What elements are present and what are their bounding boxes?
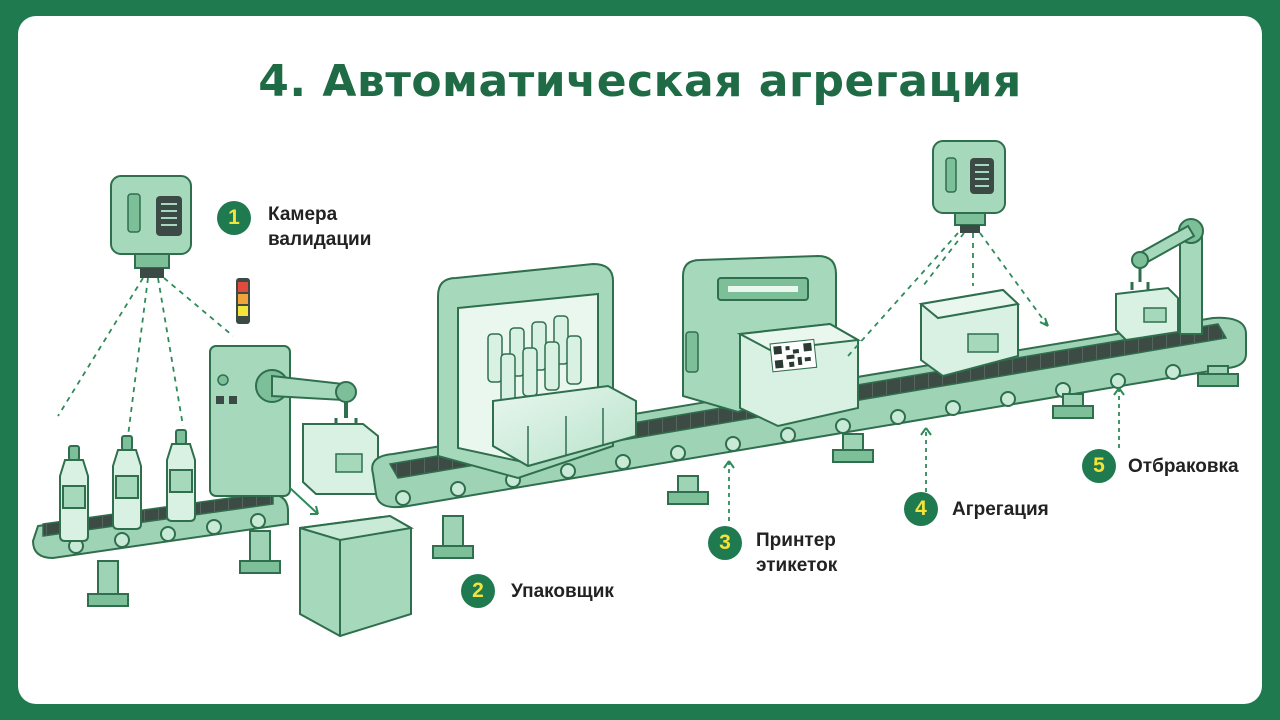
bottles-group xyxy=(59,429,196,542)
callout-lines xyxy=(728,388,1120,521)
wrapping-machine xyxy=(437,262,637,480)
bottle-icon xyxy=(59,445,89,542)
infeed-conveyor xyxy=(31,491,289,607)
station-1-label: Камера валидации xyxy=(268,204,372,250)
validation-camera xyxy=(57,175,234,437)
aggregation-camera xyxy=(847,140,1049,378)
station-1-badge: 1 xyxy=(217,201,251,235)
page-title: 4. Автоматическая агрегация xyxy=(258,56,1022,107)
label-printer xyxy=(682,254,862,428)
station-2-badge: 2 xyxy=(461,574,495,608)
station-2-label: Упаковщик xyxy=(511,581,614,602)
station-5-label: Отбраковка xyxy=(1128,456,1239,477)
station-4-badge: 4 xyxy=(904,492,938,526)
diagram-frame: 4. Автоматическая агрегация xyxy=(18,16,1262,704)
reject-robot xyxy=(1115,218,1204,342)
production-line-illustration xyxy=(31,140,1247,638)
station-3-badge: 3 xyxy=(708,526,742,560)
station-3-label: Принтер этикеток xyxy=(756,530,838,576)
station-5-badge: 5 xyxy=(1082,449,1116,483)
qr-code-icon xyxy=(769,338,818,373)
bottle-icon xyxy=(112,435,142,530)
packer-robot xyxy=(209,278,414,638)
bottle-icon xyxy=(166,429,196,522)
station-4-label: Агрегация xyxy=(952,499,1049,520)
